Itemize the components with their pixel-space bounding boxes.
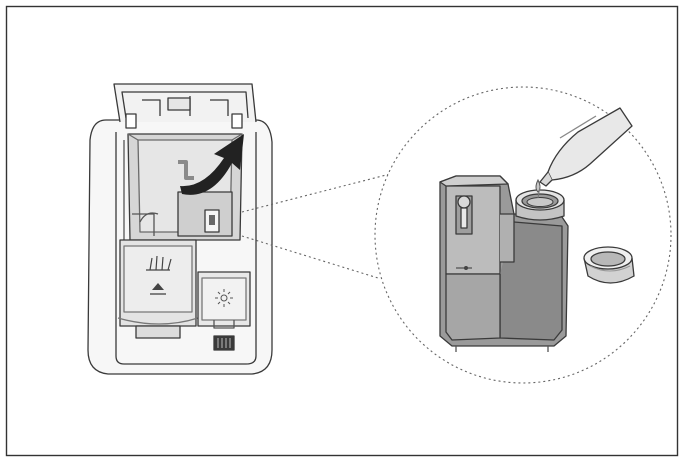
detergent-flap bbox=[117, 239, 199, 339]
curved-arrow-icon bbox=[180, 134, 244, 195]
chamber-mark bbox=[178, 160, 194, 180]
dispenser-housing-inner bbox=[115, 132, 257, 365]
rinse-aid-flap bbox=[197, 271, 251, 329]
tank-latch-ring bbox=[457, 195, 471, 209]
triangle-up-icon bbox=[152, 283, 164, 290]
sun-icon bbox=[215, 289, 233, 307]
adjustment-dial bbox=[213, 335, 235, 351]
tank-cap bbox=[583, 246, 635, 284]
rinse-aid-tank bbox=[439, 175, 569, 352]
detergent-icon bbox=[146, 255, 172, 271]
pouring-bottle bbox=[539, 107, 633, 187]
dispenser-unit bbox=[87, 83, 273, 375]
dispenser-lid bbox=[113, 83, 257, 129]
zoom-leader-lines bbox=[241, 173, 391, 279]
